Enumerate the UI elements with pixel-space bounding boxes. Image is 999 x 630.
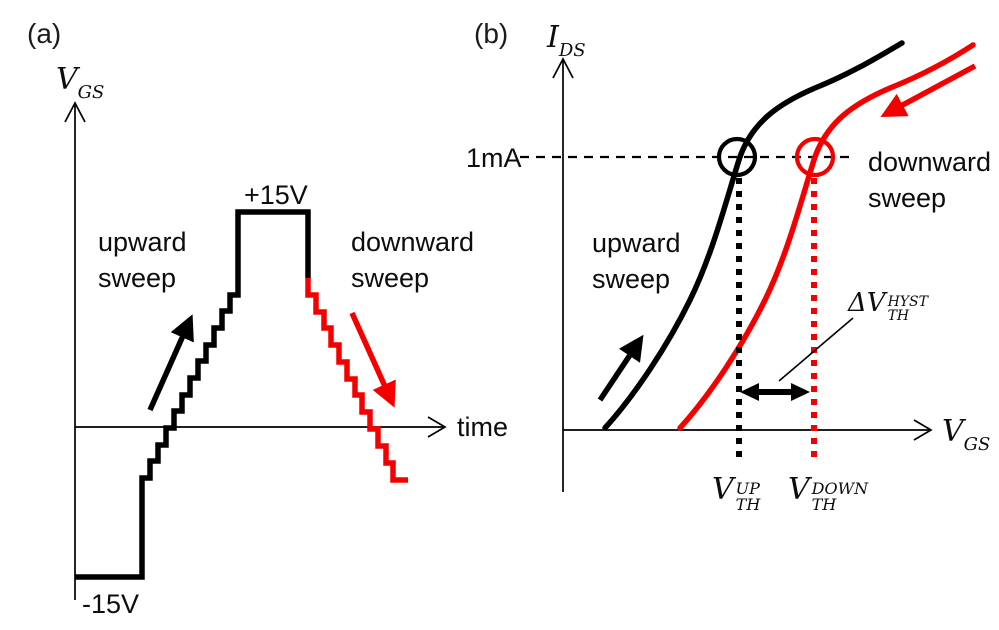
upward-sweep-line2: sweep: [592, 264, 671, 294]
peak-level-label: +15V: [244, 180, 308, 210]
downward-sweep-line1: downward: [868, 147, 992, 177]
downward-sweep-line2: sweep: [868, 183, 947, 213]
panel-a-y-axis-label: VGS: [56, 62, 104, 103]
upward-sweep-line1: upward: [592, 228, 681, 258]
panel-a-x-axis-arrowhead: [427, 416, 447, 438]
panel-b-downward-arrow: [880, 63, 977, 118]
panel-a-tag: (a): [27, 18, 62, 49]
vth-up-label-base: V: [712, 472, 734, 507]
panel-b-x-axis-label-sub: GS: [963, 434, 991, 455]
panel-a-downward-arrow: [349, 311, 396, 408]
hysteresis-pointer-line: [778, 317, 854, 382]
vth-down-label-base: V: [788, 472, 810, 507]
panel-b-y-axis-label-base: I: [547, 20, 559, 55]
panel-b-tag: (b): [474, 18, 509, 49]
upward-sweep-line1: upward: [98, 227, 187, 257]
min-level-label: -15V: [82, 589, 140, 619]
panel-b-x-axis-label: VGS: [942, 414, 990, 455]
downward-threshold-circle: [794, 136, 836, 178]
hysteresis-label-base: ΔV: [848, 288, 886, 318]
panel-b-y-axis-label: IDS: [547, 20, 586, 61]
downward-transfer-curve: [677, 42, 976, 431]
vth-down-label-sub: TH: [811, 495, 837, 514]
hysteresis-arrowhead-left: [740, 383, 759, 401]
upward-transfer-curve: [602, 40, 905, 431]
downward-sweep-line1: downward: [351, 227, 475, 257]
panel-b-downward-sweep-label: downward sweep: [868, 144, 991, 216]
panel-b-upward-sweep-label: upward sweep: [592, 225, 681, 297]
panel-a-upward-arrow: [147, 314, 194, 412]
panel-a-downward-sweep-label: downward sweep: [351, 224, 474, 296]
panel-a-upward-sweep-label: upward sweep: [98, 224, 187, 296]
panel-b-upward-arrow: [597, 334, 644, 402]
panel-b-y-axis-arrowhead: [552, 57, 574, 79]
upward-threshold-circle: [716, 136, 758, 178]
panel-b-x-axis-label-base: V: [942, 414, 964, 449]
downward-staircase-waveform: [305, 278, 408, 483]
downward-sweep-line2: sweep: [351, 263, 430, 293]
upward-staircase-waveform: [75, 209, 311, 580]
vth-up-label-sub: TH: [735, 495, 761, 514]
upward-sweep-line2: sweep: [98, 263, 177, 293]
panel-b-y-axis-label-sub: DS: [558, 40, 586, 61]
vth-down-label-sup: DOWN: [811, 479, 869, 498]
current-level-label: 1mA: [466, 143, 522, 173]
panel-b-x-axis-arrowhead: [913, 419, 933, 441]
panel-a-y-axis-arrowhead: [64, 101, 86, 123]
hysteresis-label-sup: HYST: [887, 294, 928, 310]
hysteresis-label-sub: TH: [887, 308, 910, 324]
vth-up-label-sup: UP: [735, 479, 760, 498]
panel-a-y-axis-label-base: V: [56, 62, 78, 97]
hysteresis-arrowhead-right: [791, 383, 810, 401]
panel-a-y-axis-label-sub: GS: [77, 82, 105, 103]
panel-a-x-axis-label: time: [457, 412, 509, 442]
